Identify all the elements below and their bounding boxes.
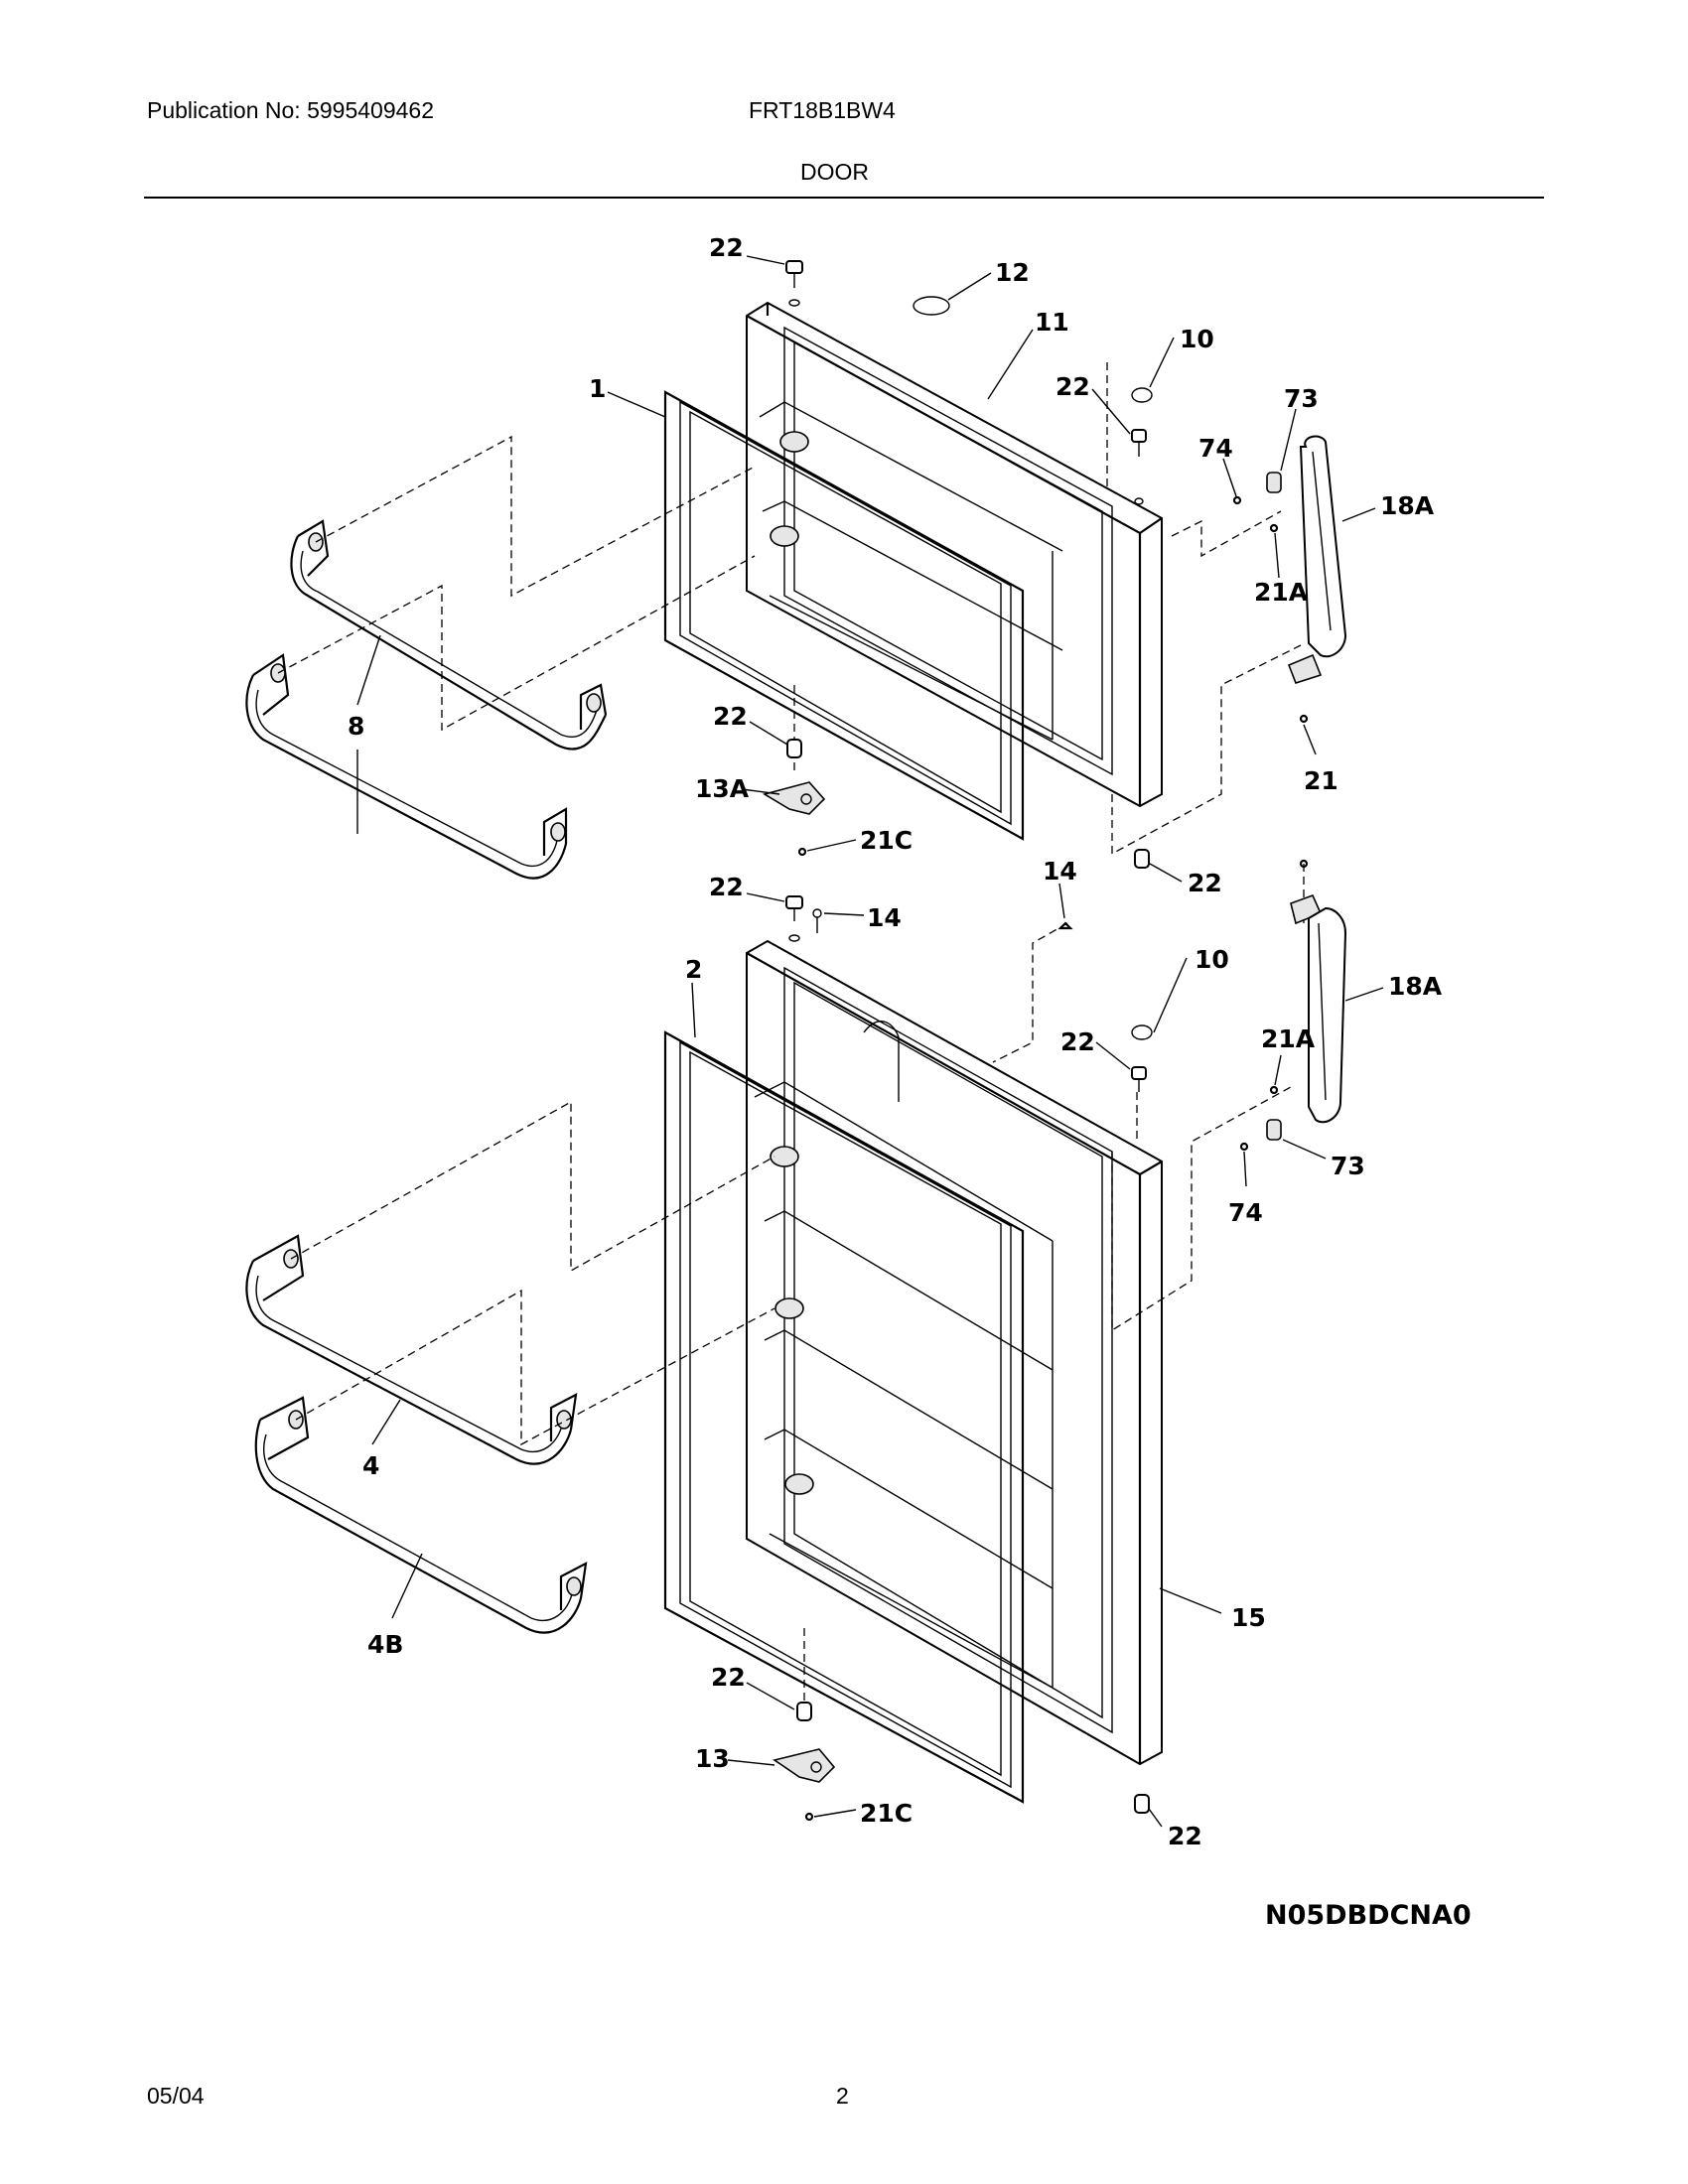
screw-21A-upper xyxy=(1269,523,1279,533)
callout-21A-lower: 21A xyxy=(1261,1024,1316,1053)
callout-2: 2 xyxy=(685,955,702,984)
screw-21C-upper xyxy=(797,847,807,857)
screw-22-lower-right xyxy=(1131,1066,1147,1092)
handle-bracket-73-lower xyxy=(1266,1119,1282,1141)
callout-10-lower: 10 xyxy=(1195,945,1229,974)
plug-10-upper xyxy=(1131,387,1153,403)
plug-10-lower xyxy=(1131,1024,1153,1040)
screw-14-b xyxy=(1057,921,1073,930)
plug-assembly-line xyxy=(992,922,1068,1063)
screw-21C-lower xyxy=(804,1812,814,1822)
callout-8: 8 xyxy=(348,712,364,741)
handle-assembly-line xyxy=(1111,1086,1292,1332)
page-number: 2 xyxy=(836,2083,849,2109)
callout-21C-top: 21C xyxy=(860,826,913,855)
callout-21C-lower: 21C xyxy=(860,1799,913,1828)
section-title: DOOR xyxy=(800,159,869,185)
screw-21A-lower xyxy=(1269,1085,1279,1095)
callout-14-b: 14 xyxy=(867,903,902,932)
fresh-food-door-panel xyxy=(746,939,1163,1766)
hinge-13 xyxy=(773,1748,836,1783)
callout-21A-top: 21A xyxy=(1254,578,1309,607)
callout-22-top: 22 xyxy=(709,233,744,262)
hinge-pin-22-top xyxy=(785,260,803,307)
callout-21: 21 xyxy=(1304,766,1338,795)
callout-22-lower-right: 22 xyxy=(1060,1027,1095,1056)
footer-date: 05/04 xyxy=(147,2083,205,2109)
screw-22-upper-right xyxy=(1131,429,1147,505)
publication-number: Publication No: 5995409462 xyxy=(147,97,435,123)
fresh-food-door-shelf-4 xyxy=(245,1234,578,1465)
callout-4: 4 xyxy=(362,1451,379,1480)
hinge-pin-22-mid xyxy=(786,739,802,758)
callout-1: 1 xyxy=(589,374,606,403)
hinge-pin-22-upper-bottom xyxy=(1134,849,1150,869)
diagram-code: N05DBDCNA0 xyxy=(1265,1900,1472,1931)
shelf-assembly-line xyxy=(315,435,756,598)
freezer-door-handle xyxy=(1287,435,1347,684)
callout-73-top: 73 xyxy=(1284,384,1319,413)
callout-13A: 13A xyxy=(695,774,750,803)
hinge-pin-22-bottom xyxy=(1134,1794,1150,1814)
callout-22-upper-bottom: 22 xyxy=(1188,869,1222,897)
screw-74-upper xyxy=(1232,495,1242,505)
callout-10-top: 10 xyxy=(1180,325,1214,353)
callout-12: 12 xyxy=(995,258,1030,287)
callout-22-bottom: 22 xyxy=(1168,1822,1202,1850)
handle-assembly-line xyxy=(1171,510,1282,558)
fresh-food-door-gasket xyxy=(663,1030,1025,1804)
callout-4B: 4B xyxy=(367,1630,403,1659)
callout-73-lower: 73 xyxy=(1331,1152,1365,1180)
leader-lines xyxy=(356,255,1384,1828)
shelf-assembly-line xyxy=(290,1100,775,1273)
callout-22-mid: 22 xyxy=(713,702,748,731)
callout-74-lower: 74 xyxy=(1228,1198,1263,1227)
fresh-food-door-shelf-4B xyxy=(254,1396,588,1634)
handle-bracket-73-upper xyxy=(1266,472,1282,493)
shelf-assembly-line xyxy=(295,1289,775,1446)
freezer-door-shelf-lower xyxy=(245,653,568,880)
handle-assembly-line xyxy=(1111,644,1302,856)
callout-74-top: 74 xyxy=(1198,434,1233,463)
plug-12 xyxy=(913,296,950,316)
model-number: FRT18B1BW4 xyxy=(749,97,896,123)
hinge-13A xyxy=(762,781,826,815)
callout-18A-lower: 18A xyxy=(1388,972,1443,1001)
callout-18A-top: 18A xyxy=(1380,491,1435,520)
hinge-pin-22-lower-top xyxy=(785,895,803,942)
callout-22-lower-hinge: 22 xyxy=(711,1663,746,1692)
screw-14-a xyxy=(812,908,822,933)
callout-11: 11 xyxy=(1035,308,1069,337)
fresh-food-door-handle xyxy=(1290,893,1347,1124)
callout-22-lower-top: 22 xyxy=(709,873,744,901)
freezer-door-gasket xyxy=(663,390,1025,841)
freezer-door-shelf-upper xyxy=(290,519,608,751)
callout-15: 15 xyxy=(1231,1603,1266,1632)
screw-21-a xyxy=(1299,714,1309,724)
hinge-pin-22-lower-hinge xyxy=(796,1702,812,1721)
callout-14-a: 14 xyxy=(1043,857,1077,886)
screw-74-lower xyxy=(1239,1142,1249,1152)
header-divider xyxy=(144,197,1544,199)
callout-13: 13 xyxy=(695,1744,730,1773)
callout-22-upper-right: 22 xyxy=(1055,372,1090,401)
shelf-assembly-line xyxy=(277,555,756,732)
